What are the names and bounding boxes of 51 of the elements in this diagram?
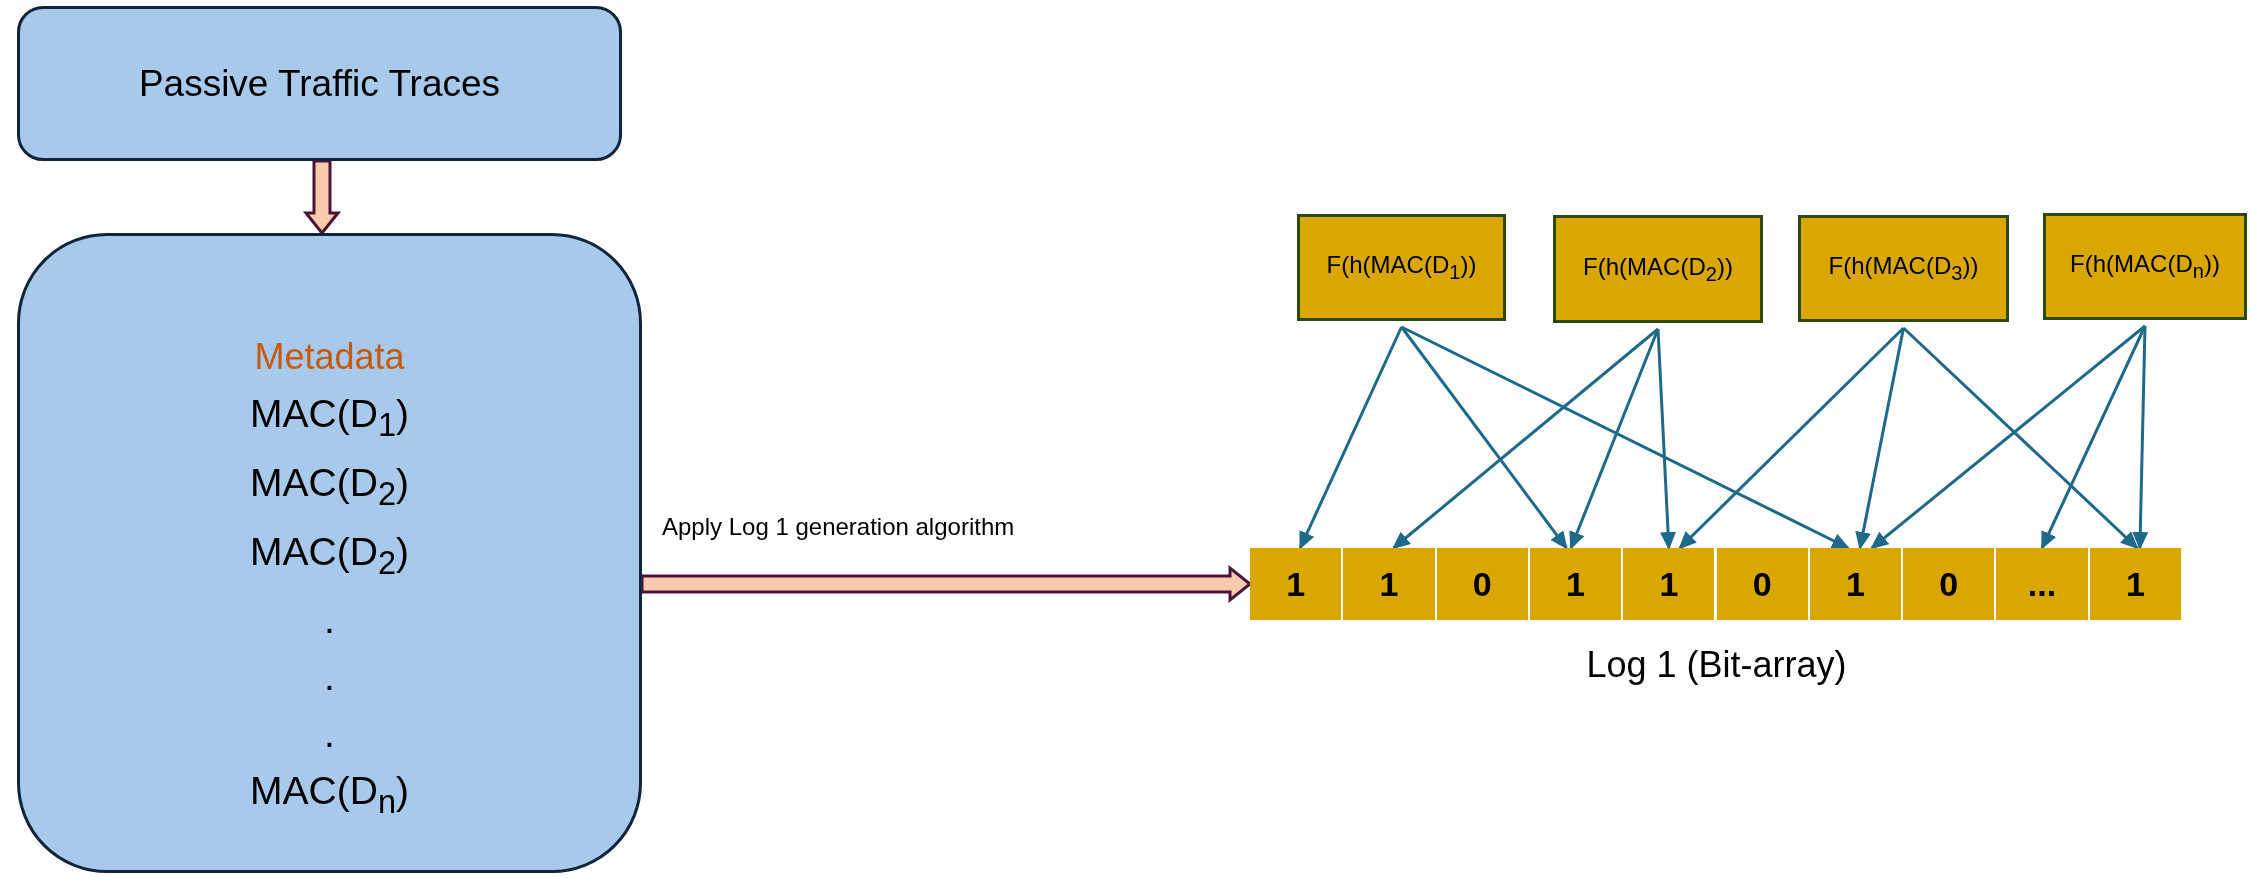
list-entry: . xyxy=(324,711,335,758)
bit-value: 1 xyxy=(1379,564,1399,604)
bit-value: ... xyxy=(2027,564,2057,604)
data-panel xyxy=(17,233,642,873)
function-box xyxy=(1297,214,1506,321)
bit-cell xyxy=(1996,548,2088,620)
box-title: Passive Traffic Traces xyxy=(138,62,501,105)
bit-cell xyxy=(2089,548,2181,620)
bit-cell xyxy=(1809,548,1902,620)
bit-cell xyxy=(1343,548,1435,620)
function-box xyxy=(1798,215,2009,322)
array-caption: Log 1 (Bit-array) xyxy=(1586,644,1847,686)
arrow xyxy=(1400,325,1850,550)
function-label: F(h(MAC(D$_{n}$)) xyxy=(2070,250,2220,283)
list-entry: . xyxy=(324,597,335,644)
function-box xyxy=(2043,213,2247,320)
list-entry: MAC(D$_{2}$) xyxy=(250,528,409,583)
block-arrow xyxy=(302,159,342,236)
arrow xyxy=(1391,327,1659,550)
function-label: F(h(MAC(D$_{1}$)) xyxy=(1326,251,1477,284)
bit-value: 1 xyxy=(1566,564,1585,604)
function-label: F(h(MAC(D$_{3}$)) xyxy=(1828,252,1979,285)
arrow xyxy=(1298,326,1403,550)
arrow xyxy=(1855,327,1905,550)
bit-cell xyxy=(1716,548,1808,620)
bit-value: 1 xyxy=(2125,564,2145,604)
panel-heading: Metadata xyxy=(254,335,405,379)
block-arrow xyxy=(640,564,1253,604)
bit-cell xyxy=(1436,548,1528,620)
bit-value: 1 xyxy=(1286,564,1306,604)
list-entry: MAC(D$_{1}$) xyxy=(250,391,409,445)
process-box xyxy=(17,6,622,161)
function-box xyxy=(1553,215,1763,323)
bit-value: 1 xyxy=(1846,564,1865,604)
arrow xyxy=(2132,325,2149,550)
bit-cell xyxy=(1250,548,1342,620)
arrow xyxy=(1569,328,1660,550)
arrow xyxy=(1400,326,1568,550)
bit-value: 0 xyxy=(1939,564,1959,604)
function-label: F(h(MAC(D$_{2}$)) xyxy=(1583,252,1733,286)
bit-cell xyxy=(1903,548,1995,620)
bit-cell xyxy=(1623,548,1715,620)
arrow xyxy=(1678,326,1905,550)
list-entry: MAC(D$_{2}$) xyxy=(250,459,409,514)
bit-value: 0 xyxy=(1752,564,1772,604)
bit-cell xyxy=(1529,548,1622,620)
arrow xyxy=(1656,328,1677,550)
list-entry: . xyxy=(324,654,335,701)
bit-value: 1 xyxy=(1659,564,1679,604)
bit-value: 0 xyxy=(1472,564,1492,604)
list-entry: MAC(D$_{n}$) xyxy=(250,768,409,823)
